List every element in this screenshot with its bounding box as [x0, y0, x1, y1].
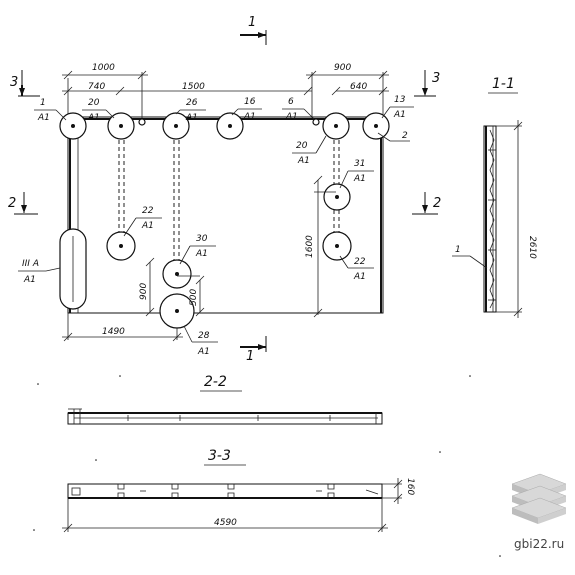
svg-text:А1: А1 — [185, 113, 198, 123]
callout-28: 28 А1 — [183, 325, 218, 357]
svg-text:22: 22 — [142, 206, 154, 216]
interior-vertical-dimensions: 900 500 — [139, 257, 205, 317]
callout-20a: 20 А1 — [82, 98, 115, 123]
callout-16: 16 А1 — [231, 97, 262, 122]
callout-20b: 20 А1 — [292, 135, 327, 166]
callout-31: 31 А1 — [339, 159, 374, 189]
dim-160: 160 — [405, 478, 415, 495]
callout-22b: 22 А1 — [339, 255, 374, 282]
section-view-3-3: 3-3 160 4590 — [62, 448, 415, 533]
dim-740: 740 — [88, 82, 105, 92]
svg-text:2: 2 — [402, 131, 408, 141]
svg-text:А1: А1 — [285, 112, 298, 122]
section-1-bottom-label: 1 — [246, 349, 254, 364]
section-line-2-2: 2 2 — [8, 192, 441, 215]
svg-text:А1: А1 — [37, 113, 50, 123]
svg-text:16: 16 — [244, 97, 256, 107]
hole-group-interior — [106, 183, 352, 329]
svg-text:А1: А1 — [195, 249, 208, 259]
svg-text:А1: А1 — [87, 113, 100, 123]
top-dimensions: 1000 740 1500 900 640 — [62, 63, 389, 118]
dim-640: 640 — [350, 82, 367, 92]
svg-text:26: 26 — [186, 98, 198, 108]
dim-900-vertical: 900 — [139, 283, 149, 300]
section-2-right-label: 2 — [433, 196, 441, 211]
svg-text:20: 20 — [296, 141, 308, 151]
section-line-3-3: 3 3 — [10, 70, 440, 97]
svg-text:А1: А1 — [197, 347, 210, 357]
dim-4590: 4590 — [214, 518, 237, 528]
callout-13: 13 А1 — [381, 95, 414, 120]
dim-1600: 1600 — [305, 235, 315, 258]
hole-group-top — [59, 112, 390, 140]
plan-view: 1 1 3 3 2 2 — [8, 15, 441, 364]
svg-text:III А: III А — [22, 259, 39, 269]
callout-1: 1 А1 — [34, 98, 67, 123]
svg-text:1: 1 — [40, 98, 46, 108]
site-logo: gbi22.ru — [511, 473, 567, 551]
scan-specks — [33, 375, 501, 557]
svg-text:А1: А1 — [353, 174, 366, 184]
svg-text:А1: А1 — [297, 156, 310, 166]
svg-text:28: 28 — [198, 331, 210, 341]
dim-1000: 1000 — [92, 63, 115, 73]
section-3-left-label: 3 — [10, 75, 18, 90]
callout-26: 26 А1 — [175, 98, 206, 123]
section-2-2-outline — [67, 412, 383, 425]
view-3-3-title: 3-3 — [208, 448, 231, 464]
svg-text:А1: А1 — [243, 112, 256, 122]
svg-text:А1: А1 — [353, 272, 366, 282]
callout-6: 6 А1 — [282, 97, 315, 122]
side-view-outline — [483, 125, 497, 313]
svg-text:22: 22 — [354, 257, 366, 267]
oval-opening — [59, 228, 87, 310]
leader-1-side: 1 — [452, 245, 488, 269]
svg-text:А1: А1 — [23, 275, 36, 285]
callout-22a: 22 А1 — [123, 206, 162, 237]
section-view-2-2: 2-2 — [67, 374, 383, 425]
dim-1500: 1500 — [182, 82, 205, 92]
section-3-right-label: 3 — [432, 71, 440, 86]
section-1-top-label: 1 — [248, 15, 256, 30]
section-line-1-1: 1 1 — [240, 15, 267, 364]
dashed-conduits — [118, 140, 340, 262]
svg-text:30: 30 — [196, 234, 208, 244]
panel-outline — [67, 116, 384, 314]
dim-900: 900 — [334, 63, 351, 73]
svg-text:31: 31 — [354, 159, 365, 169]
dim-500: 500 — [189, 289, 199, 306]
dim-2610: 2610 — [527, 236, 537, 259]
callout-30: 30 А1 — [179, 234, 216, 265]
logo-cube-icon — [511, 473, 567, 524]
svg-text:6: 6 — [288, 97, 294, 107]
view-2-2-title: 2-2 — [204, 374, 227, 390]
site-url: gbi22.ru — [514, 537, 564, 551]
section-3-3-outline — [67, 483, 383, 499]
section-2-left-label: 2 — [8, 196, 16, 211]
view-1-1-title: 1-1 — [492, 76, 515, 92]
side-view-1-1: 1-1 2610 1 — [452, 76, 537, 318]
bottom-dimension: 1490 — [62, 313, 183, 342]
leader-2-right: 2 — [377, 131, 410, 142]
svg-text:А1: А1 — [141, 221, 154, 231]
hole-small-b — [312, 118, 320, 126]
svg-text:А1: А1 — [393, 110, 406, 120]
hole-small-a — [138, 118, 146, 126]
svg-text:20: 20 — [88, 98, 100, 108]
svg-text:13: 13 — [394, 95, 406, 105]
callout-III-A: III А А1 — [18, 259, 61, 285]
dim-1490: 1490 — [102, 327, 125, 337]
right-dimensions: 1600 — [305, 175, 336, 318]
svg-text:1: 1 — [455, 245, 461, 255]
